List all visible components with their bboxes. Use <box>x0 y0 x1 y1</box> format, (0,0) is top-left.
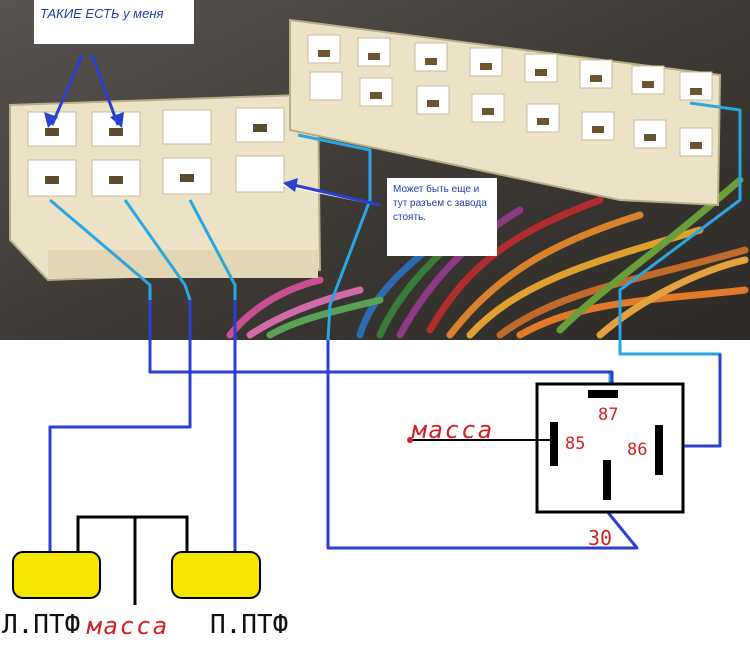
relay-pin-87-label: 87 <box>598 405 619 425</box>
wire-to-left-lamp <box>48 300 192 553</box>
pointer-arrow <box>284 181 381 207</box>
right-lamp-label: П.ПТФ <box>210 610 289 640</box>
relay <box>407 382 685 514</box>
left-lamp-label: Л.ПТФ <box>2 610 81 640</box>
right-fog-lamp <box>171 551 261 599</box>
wire-to-pin30 <box>326 340 639 550</box>
lamp-ground-label: масса <box>87 612 170 640</box>
relay-terminal-87 <box>588 390 618 398</box>
ground-point <box>407 437 413 443</box>
top-annotation: ТАКИЕ ЕСТЬ у меня <box>34 0 194 44</box>
left-fog-lamp <box>12 551 101 599</box>
lamp-ground-bus <box>76 515 189 553</box>
relay-ground-label: масса <box>412 416 495 444</box>
top-arrow-right <box>90 54 120 126</box>
top-arrowhead-left <box>44 112 58 128</box>
pointer-arrowhead <box>283 178 298 192</box>
relay-pin-86-label: 86 <box>627 440 648 460</box>
relay-terminal-30 <box>603 460 611 500</box>
relay-pin-30-label: 30 <box>588 526 613 550</box>
wire-harness <box>226 176 749 339</box>
connector-16-pin <box>289 18 722 207</box>
fog-lamps <box>12 515 261 605</box>
relay-terminal-85 <box>550 422 558 466</box>
relay-pin-85-label: 85 <box>565 434 586 454</box>
wire-left-lamp-feed <box>123 199 192 301</box>
wire-pin30-feed <box>297 133 372 341</box>
wire-right-lamp-feed <box>188 199 237 300</box>
top-arrowhead-right <box>110 112 124 128</box>
top-arrow-left <box>50 54 84 126</box>
relay-terminal-86 <box>655 425 663 475</box>
wire-pin87 <box>49 198 612 395</box>
middle-annotation: Может быть еще и тут разъем с завода сто… <box>387 178 497 256</box>
